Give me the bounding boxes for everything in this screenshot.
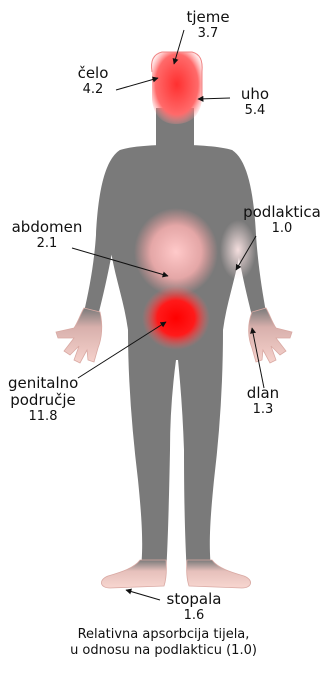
- label-stopala-value: 1.6: [156, 609, 232, 622]
- label-abdomen-name: abdomen: [10, 220, 84, 235]
- label-tjeme-name: tjeme: [180, 10, 236, 25]
- label-stopala: stopala 1.6: [156, 592, 232, 622]
- label-uho-value: 5.4: [230, 104, 280, 117]
- label-celo-name: čelo: [68, 66, 118, 81]
- label-dlan-value: 1.3: [236, 403, 290, 416]
- label-uho: uho 5.4: [230, 87, 280, 117]
- label-uho-name: uho: [230, 87, 280, 102]
- arrow-celo: [116, 78, 158, 90]
- label-celo: čelo 4.2: [68, 66, 118, 96]
- label-genitalno-name-2: područje: [8, 393, 78, 408]
- label-dlan-name: dlan: [236, 386, 290, 401]
- label-podlaktica: podlaktica 1.0: [240, 205, 324, 235]
- label-tjeme-value: 3.7: [180, 27, 236, 40]
- head: [151, 52, 202, 124]
- caption-line-1: Relativna apsorbcija tijela,: [0, 627, 327, 643]
- label-celo-value: 4.2: [68, 83, 118, 96]
- label-abdomen: abdomen 2.1: [10, 220, 84, 250]
- label-stopala-name: stopala: [156, 592, 232, 607]
- right-hand: [249, 308, 292, 363]
- label-abdomen-value: 2.1: [10, 237, 84, 250]
- left-hand: [56, 308, 102, 363]
- label-genitalno-value: 11.8: [8, 410, 78, 423]
- caption: Relativna apsorbcija tijela, u odnosu na…: [0, 627, 327, 659]
- left-foot: [101, 560, 166, 588]
- right-foot: [187, 560, 251, 588]
- arrow-stopala: [126, 590, 160, 600]
- label-podlaktica-name: podlaktica: [240, 205, 324, 220]
- label-tjeme: tjeme 3.7: [180, 10, 236, 40]
- label-genitalno-name-1: genitalno: [8, 376, 78, 391]
- abdomen-hotspot: [134, 208, 218, 296]
- caption-line-2: u odnosu na podlakticu (1.0): [0, 643, 327, 659]
- genital-hotspot: [142, 286, 210, 350]
- label-genitalno: genitalno područje 11.8: [8, 376, 78, 423]
- arrow-uho: [198, 98, 230, 99]
- label-dlan: dlan 1.3: [236, 386, 290, 416]
- label-podlaktica-value: 1.0: [240, 222, 324, 235]
